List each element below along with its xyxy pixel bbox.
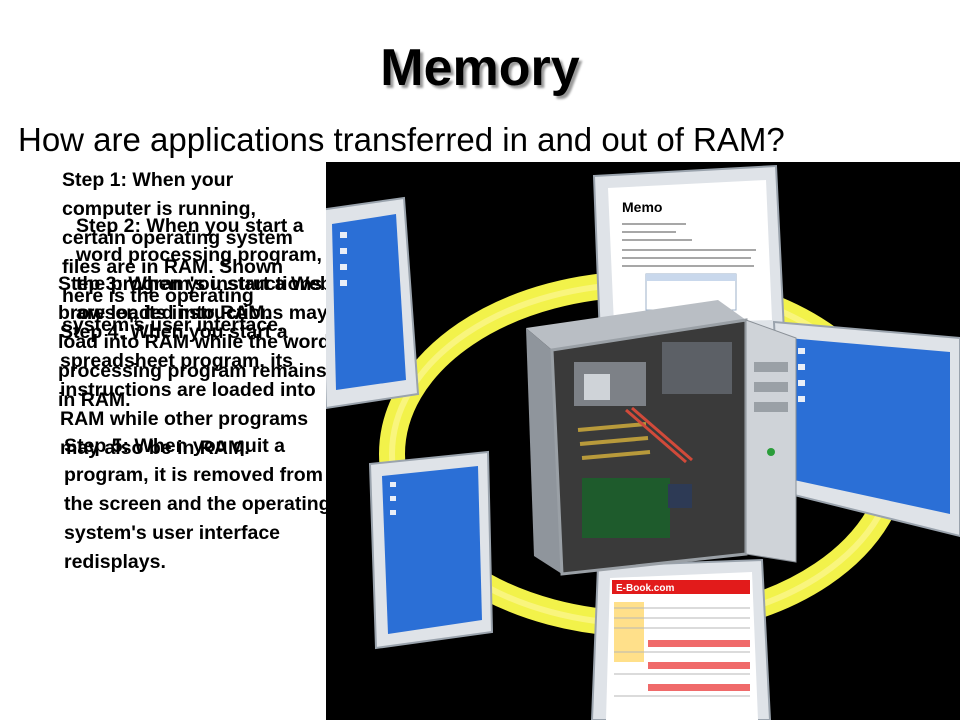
computer-ram-illustration: Memo: [326, 162, 960, 720]
step-4-text: Step 4: When you start a spreadsheet pro…: [60, 321, 316, 459]
slide-subtitle: How are applications transferred in and …: [18, 121, 785, 158]
monitor-left-icon: [326, 196, 420, 410]
monitor-memo-icon: Memo: [592, 164, 786, 340]
ebook-label: E-Book.com: [616, 583, 674, 594]
step-5-text: Step 5: When you quit a program, it is r…: [64, 435, 331, 573]
monitor-spreadsheet-icon: E-Book.com: [590, 558, 772, 720]
step-2-text: Step 2: When you start a word processing…: [76, 215, 323, 324]
memo-label: Memo: [622, 199, 662, 215]
monitor-right-icon: [772, 320, 960, 538]
step-1-text: Step 1: When your computer is running, c…: [62, 169, 293, 336]
step-3-text: Step 3: When you start a Web browser, it…: [58, 273, 332, 411]
monitor-bottom-left-icon: [368, 450, 494, 650]
computer-case-icon: [526, 300, 797, 576]
slide-title: Memory: [380, 39, 580, 97]
